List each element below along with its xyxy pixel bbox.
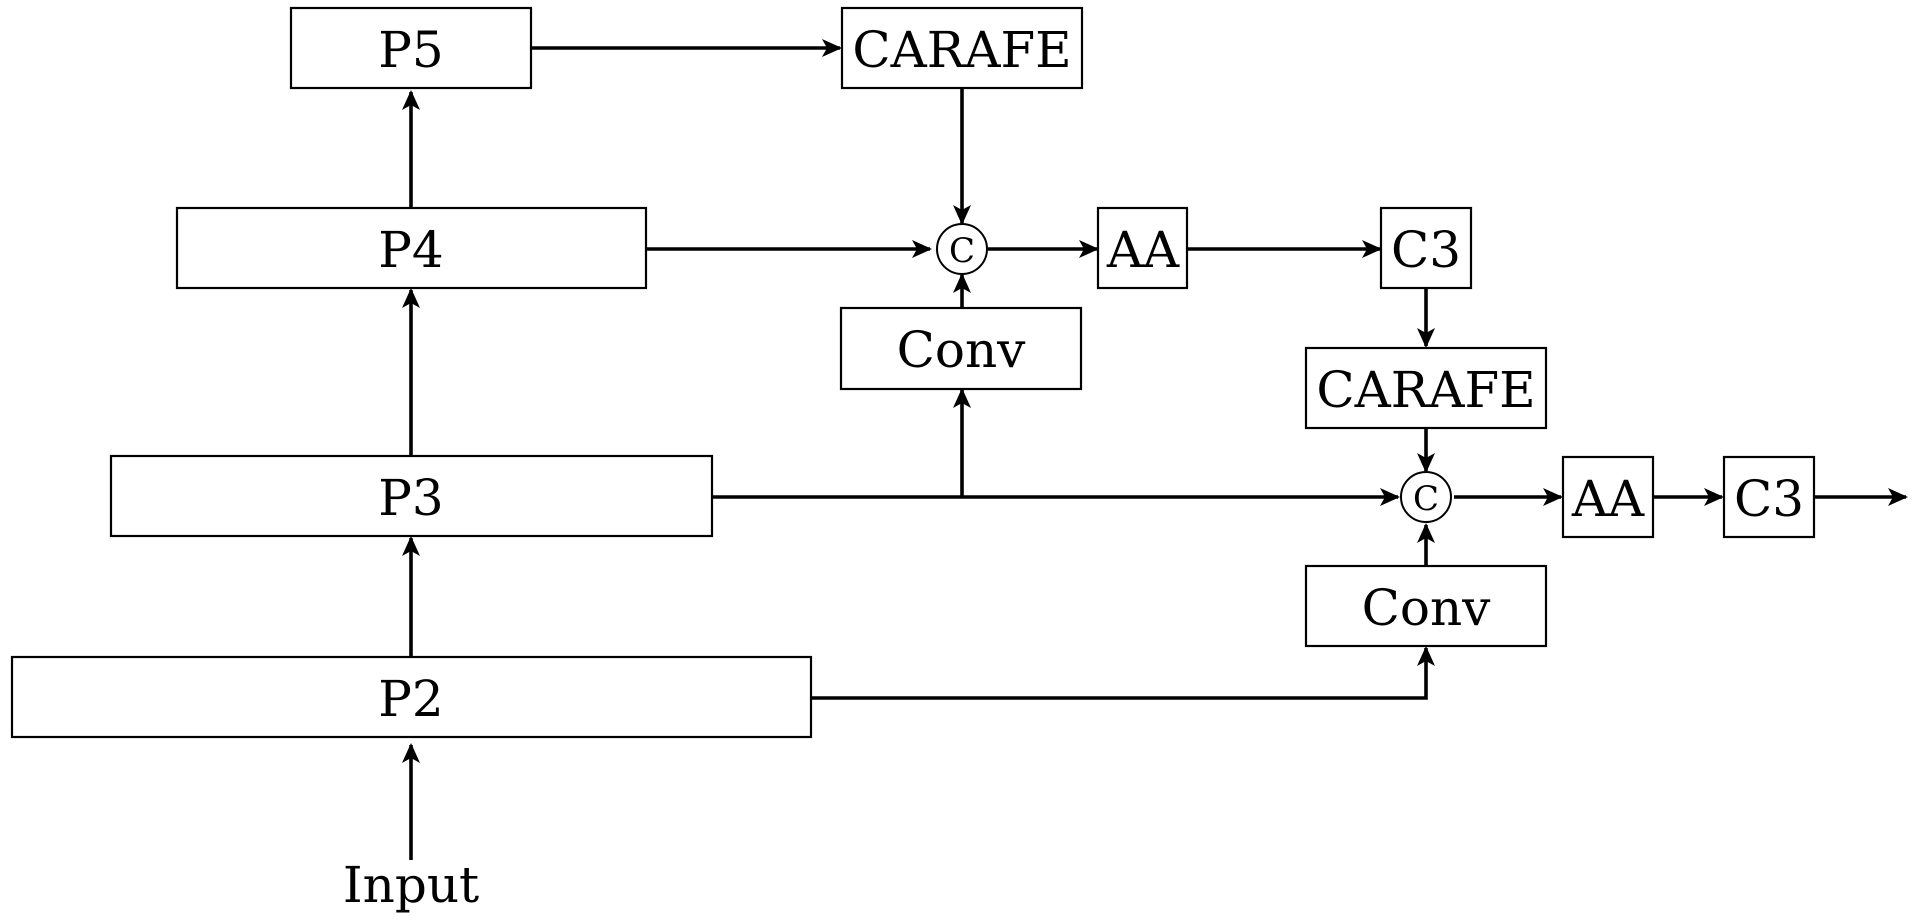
node-conv-top-label: Conv — [897, 321, 1027, 379]
edge-p2-to-conv-bottom — [811, 646, 1435, 700]
node-conv-bottom: Conv — [1304, 564, 1548, 648]
node-p2: P2 — [10, 655, 813, 739]
node-aa-bottom-label: AA — [1571, 470, 1645, 528]
node-p4-label: P4 — [378, 221, 443, 279]
node-aa-bottom: AA — [1561, 455, 1655, 539]
node-c3-top-label: C3 — [1391, 221, 1461, 279]
node-concat-bottom: C — [1400, 471, 1452, 523]
node-carafe-bottom-label: CARAFE — [1316, 361, 1535, 419]
node-p2-label: P2 — [378, 670, 443, 728]
node-aa-top: AA — [1096, 206, 1189, 290]
node-c3-bottom: C3 — [1722, 455, 1816, 539]
node-concat-top-label: C — [949, 231, 975, 271]
edges — [402, 39, 1908, 860]
node-concat-top: C — [936, 223, 988, 275]
node-c3-top: C3 — [1379, 206, 1473, 290]
node-p3-label: P3 — [378, 469, 443, 527]
node-p5: P5 — [289, 6, 533, 90]
node-carafe-top: CARAFE — [840, 6, 1084, 90]
node-p3: P3 — [109, 454, 714, 538]
input-label: Input — [343, 856, 479, 914]
node-carafe-top-label: CARAFE — [852, 21, 1071, 79]
node-conv-top: Conv — [839, 306, 1083, 391]
node-p4: P4 — [175, 206, 648, 290]
node-aa-top-label: AA — [1106, 221, 1180, 279]
node-concat-bottom-label: C — [1413, 479, 1439, 519]
node-p5-label: P5 — [378, 21, 443, 79]
node-c3-bottom-label: C3 — [1734, 470, 1804, 528]
node-carafe-bottom: CARAFE — [1304, 346, 1548, 430]
node-conv-bottom-label: Conv — [1362, 579, 1492, 637]
